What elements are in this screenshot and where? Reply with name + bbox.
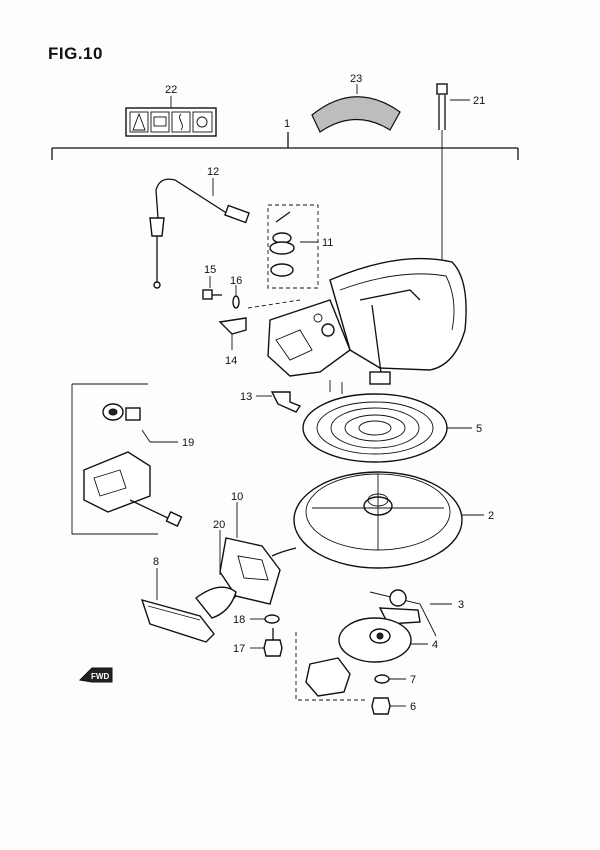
washer-18-part	[250, 614, 280, 624]
forward-arrow-icon: FWD	[78, 667, 113, 683]
pawl-group-part	[295, 589, 452, 701]
callout-15: 15	[204, 264, 216, 276]
callout-3: 3	[458, 599, 464, 611]
washer-7-part	[374, 674, 406, 684]
callout-8: 8	[153, 556, 159, 568]
callout-19: 19	[182, 437, 194, 449]
bracket-13-part	[256, 391, 302, 413]
callout-11: 11	[322, 237, 333, 249]
part-group-19	[71, 383, 183, 535]
callout-13: 13	[240, 391, 252, 403]
screw-15-part	[202, 276, 222, 300]
warning-label-part	[125, 96, 217, 137]
callout-18: 18	[233, 614, 245, 626]
starter-handle-part	[140, 568, 237, 643]
callout-7: 7	[410, 674, 416, 686]
callout-10: 10	[231, 491, 243, 503]
bracket-14-part	[218, 317, 247, 350]
bolt-17-part	[250, 628, 283, 657]
figure-title: FIG.10	[48, 44, 103, 63]
starter-cable-part	[149, 178, 250, 289]
callout-22: 22	[165, 84, 177, 96]
callout-21: 21	[473, 95, 485, 107]
bolt-6-part	[371, 697, 406, 715]
callout-1: 1	[284, 118, 290, 130]
callout-12: 12	[207, 166, 219, 178]
callout-5: 5	[476, 423, 482, 435]
callout-14: 14	[225, 355, 237, 367]
assembly-bracket	[51, 132, 519, 160]
recoil-spring-part	[302, 393, 472, 463]
reel-pulley-part	[293, 471, 484, 569]
callout-20: 20	[213, 519, 225, 531]
callout-16: 16	[230, 275, 242, 287]
long-bolt-part	[436, 83, 470, 270]
callout-4: 4	[432, 639, 438, 651]
callout-23: 23	[350, 73, 362, 85]
clip-16-part	[232, 285, 240, 309]
callout-labels: 1 2 3 4 5 6 7 8 10 11 12 13 14 15 16 17 …	[153, 73, 494, 713]
arc-decal-part	[311, 84, 401, 133]
callout-2: 2	[488, 510, 494, 522]
small-parts-group	[267, 204, 319, 289]
callout-6: 6	[410, 701, 416, 713]
callout-17: 17	[233, 643, 245, 655]
starter-housing-part	[247, 257, 467, 394]
fwd-label: FWD	[91, 672, 109, 681]
